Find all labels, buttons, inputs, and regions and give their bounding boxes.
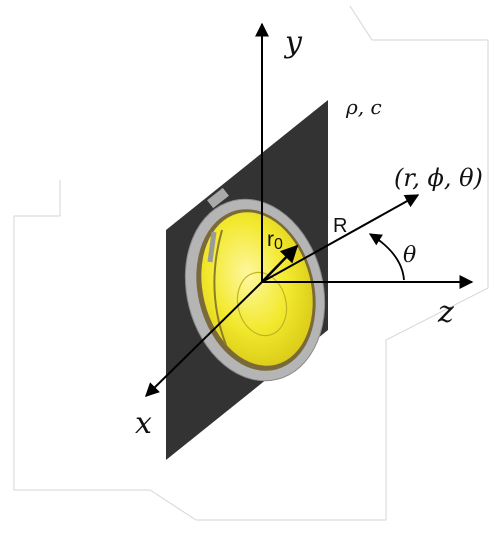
piston-radius-line (261, 244, 299, 283)
radius-vector-line (261, 194, 420, 283)
piston-inner-slot (207, 231, 217, 263)
radius-vector-label: R (333, 215, 347, 237)
piston-center-ring (236, 271, 288, 337)
ring-notch-top (207, 187, 229, 209)
x-axis-line (145, 281, 263, 397)
medium-label: ρ, c (345, 95, 382, 119)
y-axis-label: y (283, 25, 303, 60)
piston-radius-sub: 0 (274, 236, 283, 253)
field-point-label: (r, ϕ, θ) (394, 164, 483, 192)
theta-angle-arc (368, 233, 405, 281)
piston-radius-base: r (267, 228, 274, 251)
background-outline (13, 5, 489, 521)
piston-radius-label: r0 (267, 228, 283, 253)
x-axis-label: x (135, 406, 152, 441)
piston-inner-arc (213, 229, 227, 346)
z-axis-label: z (437, 295, 454, 330)
theta-label: θ (403, 243, 416, 268)
